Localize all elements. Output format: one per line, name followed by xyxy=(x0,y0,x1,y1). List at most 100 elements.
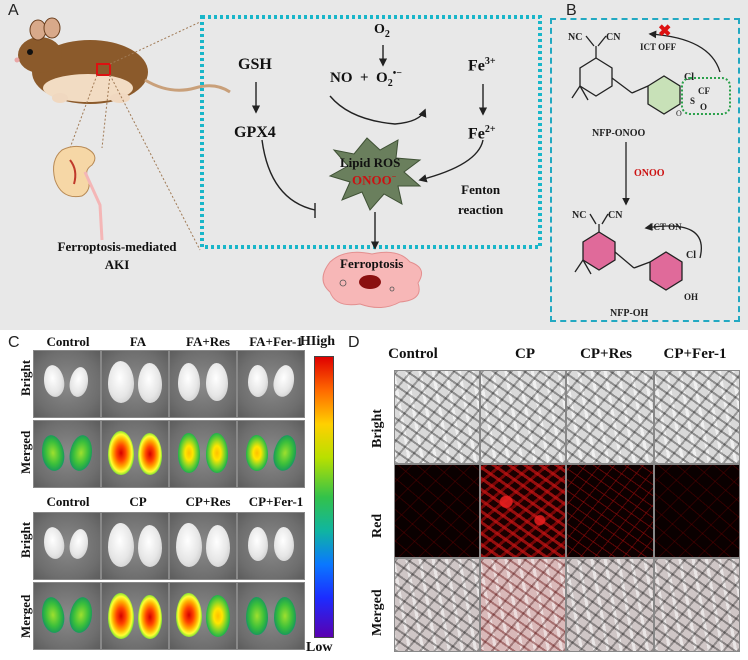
c2-header-cp: CP xyxy=(129,494,147,509)
d-red-cp xyxy=(480,464,566,558)
svg-text:NC: NC xyxy=(572,210,586,221)
c1-row-bright: Bright xyxy=(18,359,33,396)
ferroptosis-label: Ferroptosis xyxy=(340,256,404,271)
c1-bright-control xyxy=(33,350,101,418)
d-row-bright: Bright xyxy=(370,409,385,448)
d-red-cp-res xyxy=(566,464,654,558)
d-bright-cp xyxy=(480,370,566,464)
d-red-cp-fer1 xyxy=(654,464,740,558)
o2-label: O2 xyxy=(374,22,390,40)
onoo-red-text: ONOO xyxy=(352,172,392,188)
c2-merged-control xyxy=(33,582,101,650)
nfp-onoo-label: NFP-ONOO xyxy=(592,128,646,139)
d-bright-control xyxy=(394,370,480,464)
mouse-illustration xyxy=(14,17,231,104)
d-header-cp: CP xyxy=(515,346,535,362)
d-header-cp-fer1: CP+Fer-1 xyxy=(663,346,727,362)
d-bright-cp-fer1 xyxy=(654,370,740,464)
kidney-illustration xyxy=(53,145,104,241)
intensity-color-bar xyxy=(314,356,334,638)
c2-bright-control xyxy=(33,512,101,580)
svg-text:O: O xyxy=(676,109,682,118)
fe3-label: Fe3+ xyxy=(468,56,496,75)
lipid-ros-label: Lipid ROS xyxy=(340,155,401,170)
svg-text:S: S xyxy=(690,96,695,106)
caption-line2: AKI xyxy=(104,257,130,272)
scale-high-label: HIigh xyxy=(300,334,336,349)
nfp-structures: NC CN Cl S CF O O ✖ ICT OFF NFP-ONOO ONO… xyxy=(568,23,731,319)
caption-line1: Ferroptosis-mediated xyxy=(57,239,177,254)
svg-text:CN: CN xyxy=(608,210,623,221)
c1-merged-fa-res xyxy=(169,420,237,488)
fenton-line1: Fenton xyxy=(461,182,501,197)
c1-bright-fa-res xyxy=(169,350,237,418)
c2-merged-cp-fer1 xyxy=(237,582,305,650)
c2-header-control: Control xyxy=(46,494,90,509)
panel-a-letter: A xyxy=(8,2,19,19)
c2-merged-cp-res xyxy=(169,582,237,650)
fe2-label: Fe2+ xyxy=(468,124,496,143)
c2-row-bright: Bright xyxy=(18,521,33,558)
c2-row-merged: Merged xyxy=(18,594,33,638)
c1-row-merged: Merged xyxy=(18,430,33,474)
svg-text:CF: CF xyxy=(698,86,710,96)
gsh-label: GSH xyxy=(238,56,272,73)
d-merged-control xyxy=(394,558,480,652)
c1-header-control: Control xyxy=(46,334,90,349)
gpx4-label: GPX4 xyxy=(234,124,276,141)
d-bright-cp-res xyxy=(566,370,654,464)
no-superoxide-label: NO + O2•− xyxy=(330,68,402,89)
ict-on-label: ICT ON xyxy=(650,222,682,232)
d-header-cp-res: CP+Res xyxy=(580,346,632,362)
onoo-arrow-label: ONOO xyxy=(634,168,665,179)
ict-off-cross-icon: ✖ xyxy=(658,23,671,40)
d-merged-cp xyxy=(480,558,566,652)
d-header-control: Control xyxy=(388,346,438,362)
ict-off-label: ICT OFF xyxy=(640,42,677,52)
panel-d-grid xyxy=(394,370,740,652)
c1-bright-fa-fer1 xyxy=(237,350,305,418)
fe3-text: Fe xyxy=(468,57,485,75)
svg-text:OH: OH xyxy=(684,292,698,302)
nfp-oh-label: NFP-OH xyxy=(610,308,649,319)
c1-merged-control xyxy=(33,420,101,488)
c2-bright-cp-fer1 xyxy=(237,512,305,580)
c2-header-cp-fer1: CP+Fer-1 xyxy=(248,494,304,509)
d-red-control xyxy=(394,464,480,558)
fe2-text: Fe xyxy=(468,125,485,143)
scale-low-label: Low xyxy=(306,640,333,655)
svg-text:CN: CN xyxy=(606,32,621,43)
c1-header-fa-res: FA+Res xyxy=(186,334,230,349)
panel-c-letter: C xyxy=(8,334,20,351)
c2-header-cp-res: CP+Res xyxy=(185,494,231,509)
ferroptosis-cell xyxy=(322,251,423,308)
svg-text:NC: NC xyxy=(568,32,582,43)
pathway-box xyxy=(200,15,542,249)
c2-merged-cp xyxy=(101,582,169,650)
d-row-red: Red xyxy=(370,513,385,538)
panel-b-letter: B xyxy=(566,2,577,19)
svg-text:O: O xyxy=(700,102,707,112)
c2-bright-cp-res xyxy=(169,512,237,580)
no-o2-text: NO + O xyxy=(330,70,388,86)
c2-bright-cp xyxy=(101,512,169,580)
svg-text:Cl: Cl xyxy=(686,250,696,261)
lipid-ros-star xyxy=(328,137,422,211)
c1-header-fa: FA xyxy=(129,334,147,349)
d-merged-cp-res xyxy=(566,558,654,652)
panel-a-diagram xyxy=(14,15,542,308)
fenton-line2: reaction xyxy=(458,202,504,217)
panel-d-letter: D xyxy=(348,334,360,351)
c1-merged-fa-fer1 xyxy=(237,420,305,488)
o2-text: O xyxy=(374,22,385,37)
onoo-red-label: ONOO− xyxy=(352,172,397,188)
d-merged-cp-fer1 xyxy=(654,558,740,652)
ferroptosis-aki-caption: Ferroptosis-mediated AKI xyxy=(42,238,192,274)
d-row-merged: Merged xyxy=(370,589,385,636)
c1-bright-fa xyxy=(101,350,169,418)
panel-c-group1-grid xyxy=(33,350,305,488)
c1-merged-fa xyxy=(101,420,169,488)
panel-c-group2-grid xyxy=(33,512,305,650)
panel-b-dashed-box xyxy=(550,18,740,322)
c1-header-fa-fer1: FA+Fer-1 xyxy=(249,334,303,349)
